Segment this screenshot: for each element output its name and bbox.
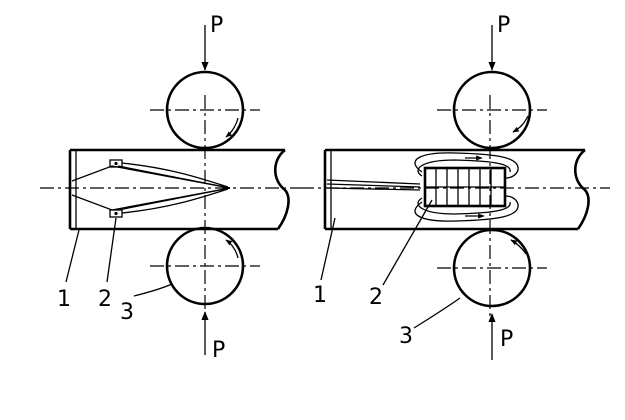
current-loops	[414, 152, 519, 222]
contact-upper	[109, 159, 123, 168]
rotation-arrow-icon	[510, 239, 527, 255]
left-contacts	[109, 159, 123, 218]
left-panel: P P 1 2 3	[40, 13, 300, 363]
callout-2: 2	[369, 285, 383, 310]
force-label-top: P	[210, 13, 223, 38]
right-tube	[323, 148, 590, 231]
callout-3: 3	[399, 324, 413, 349]
callout-leader-1	[65, 229, 80, 283]
callout-leader-3	[413, 297, 461, 329]
callout-leader-2	[106, 217, 117, 283]
callout-leader-2	[382, 199, 433, 286]
right-bottom-roll	[437, 228, 547, 308]
right-strip-edge-upper	[326, 179, 421, 185]
right-panel: P P 1 2 3	[300, 13, 610, 360]
rotation-arrow-icon	[225, 239, 239, 259]
callout-2: 2	[98, 287, 112, 312]
callout-leader-3	[133, 283, 173, 297]
callout-3: 3	[120, 300, 134, 325]
force-label-bottom: P	[212, 338, 225, 363]
callout-1: 1	[57, 287, 71, 312]
right-strip-edge-lower	[326, 187, 421, 191]
left-bottom-roll	[150, 226, 260, 306]
rotation-arrow-icon	[225, 117, 239, 138]
left-tube	[68, 148, 290, 231]
force-label-bottom: P	[500, 327, 513, 352]
right-top-roll	[437, 70, 547, 150]
left-strip-edges	[71, 162, 231, 214]
induction-coil	[423, 166, 507, 208]
force-label-top: P	[497, 13, 510, 38]
contact-lower	[109, 209, 123, 218]
callout-leader-1	[320, 217, 336, 281]
rotation-arrow-icon	[512, 115, 529, 133]
callout-1: 1	[313, 283, 327, 308]
left-top-roll	[150, 70, 260, 150]
